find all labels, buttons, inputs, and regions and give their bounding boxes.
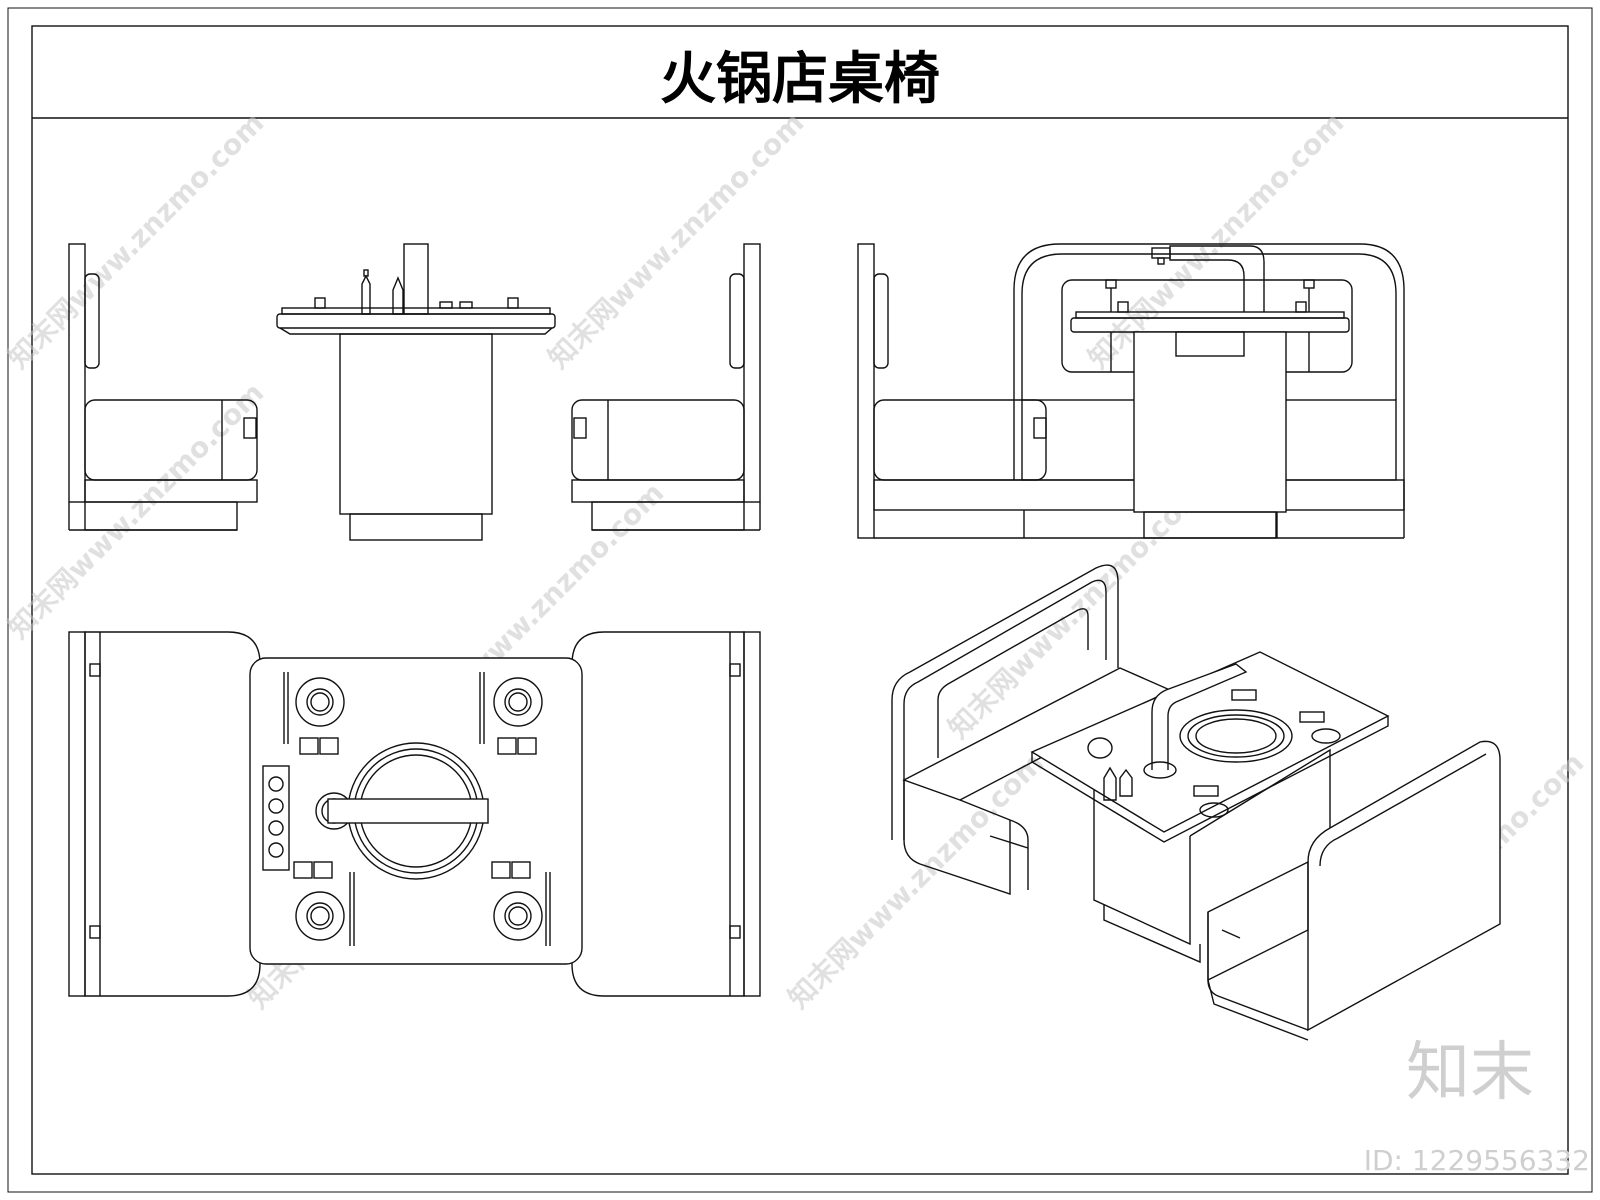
front-elevation (857, 243, 1405, 539)
right-booth-side (571, 243, 761, 531)
isometric-view (891, 564, 1501, 1041)
watermark-text: 知末网www.znzmo.com (2, 106, 271, 375)
inner-frame (31, 25, 1569, 1175)
plan-view (68, 631, 761, 997)
watermark-text: 知末网www.znzmo.com (542, 106, 811, 375)
outer-frame (7, 7, 1593, 1193)
left-booth-side (68, 243, 258, 531)
drawing-title: 火锅店桌椅 (660, 47, 940, 112)
table-side (276, 243, 556, 541)
brand-watermark: 知末 (1406, 1036, 1534, 1110)
id-label: ID: 1229556332 (1364, 1144, 1590, 1177)
side-elevation (68, 243, 761, 541)
watermark-text: 知末网www.znzmo.com (2, 376, 271, 645)
